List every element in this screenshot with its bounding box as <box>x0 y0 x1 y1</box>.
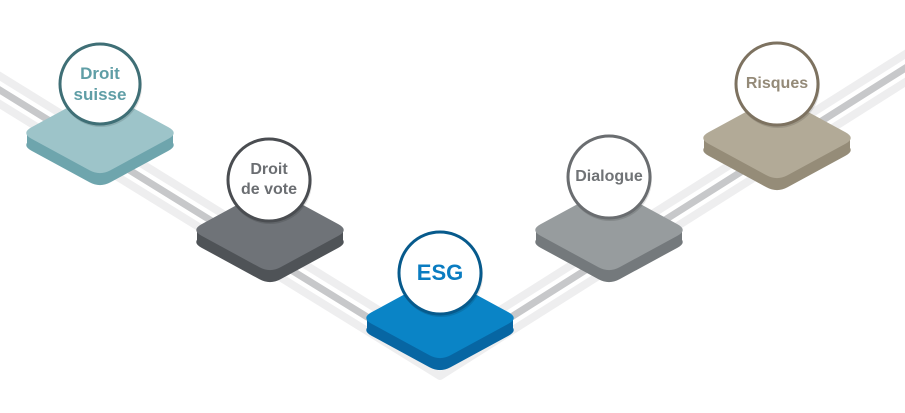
tile-droit-de-vote <box>196 189 344 283</box>
node-ring-dialogue <box>566 134 652 220</box>
node-ring-esg <box>397 230 483 316</box>
tile-dialogue <box>535 189 683 283</box>
node-circle-droit-de-vote <box>226 137 312 224</box>
node-ring-droit-suisse <box>58 42 142 126</box>
tile-top-droit-de-vote <box>196 189 344 271</box>
node-ring-droit-de-vote <box>226 137 312 223</box>
tile-layer <box>26 92 851 371</box>
tile-droit-suisse <box>26 92 174 186</box>
tile-risques <box>703 97 851 191</box>
node-circle-dialogue <box>566 134 652 221</box>
circle-layer <box>58 41 820 317</box>
tile-top-droit-suisse <box>26 92 174 174</box>
node-circle-droit-suisse <box>58 42 142 127</box>
node-ring-risques <box>734 41 820 127</box>
node-circle-esg <box>397 230 483 317</box>
tile-esg <box>366 277 514 371</box>
node-circle-risques <box>734 41 820 128</box>
tile-top-risques <box>703 97 851 179</box>
tile-top-dialogue <box>535 189 683 271</box>
tile-top-esg <box>366 277 514 359</box>
